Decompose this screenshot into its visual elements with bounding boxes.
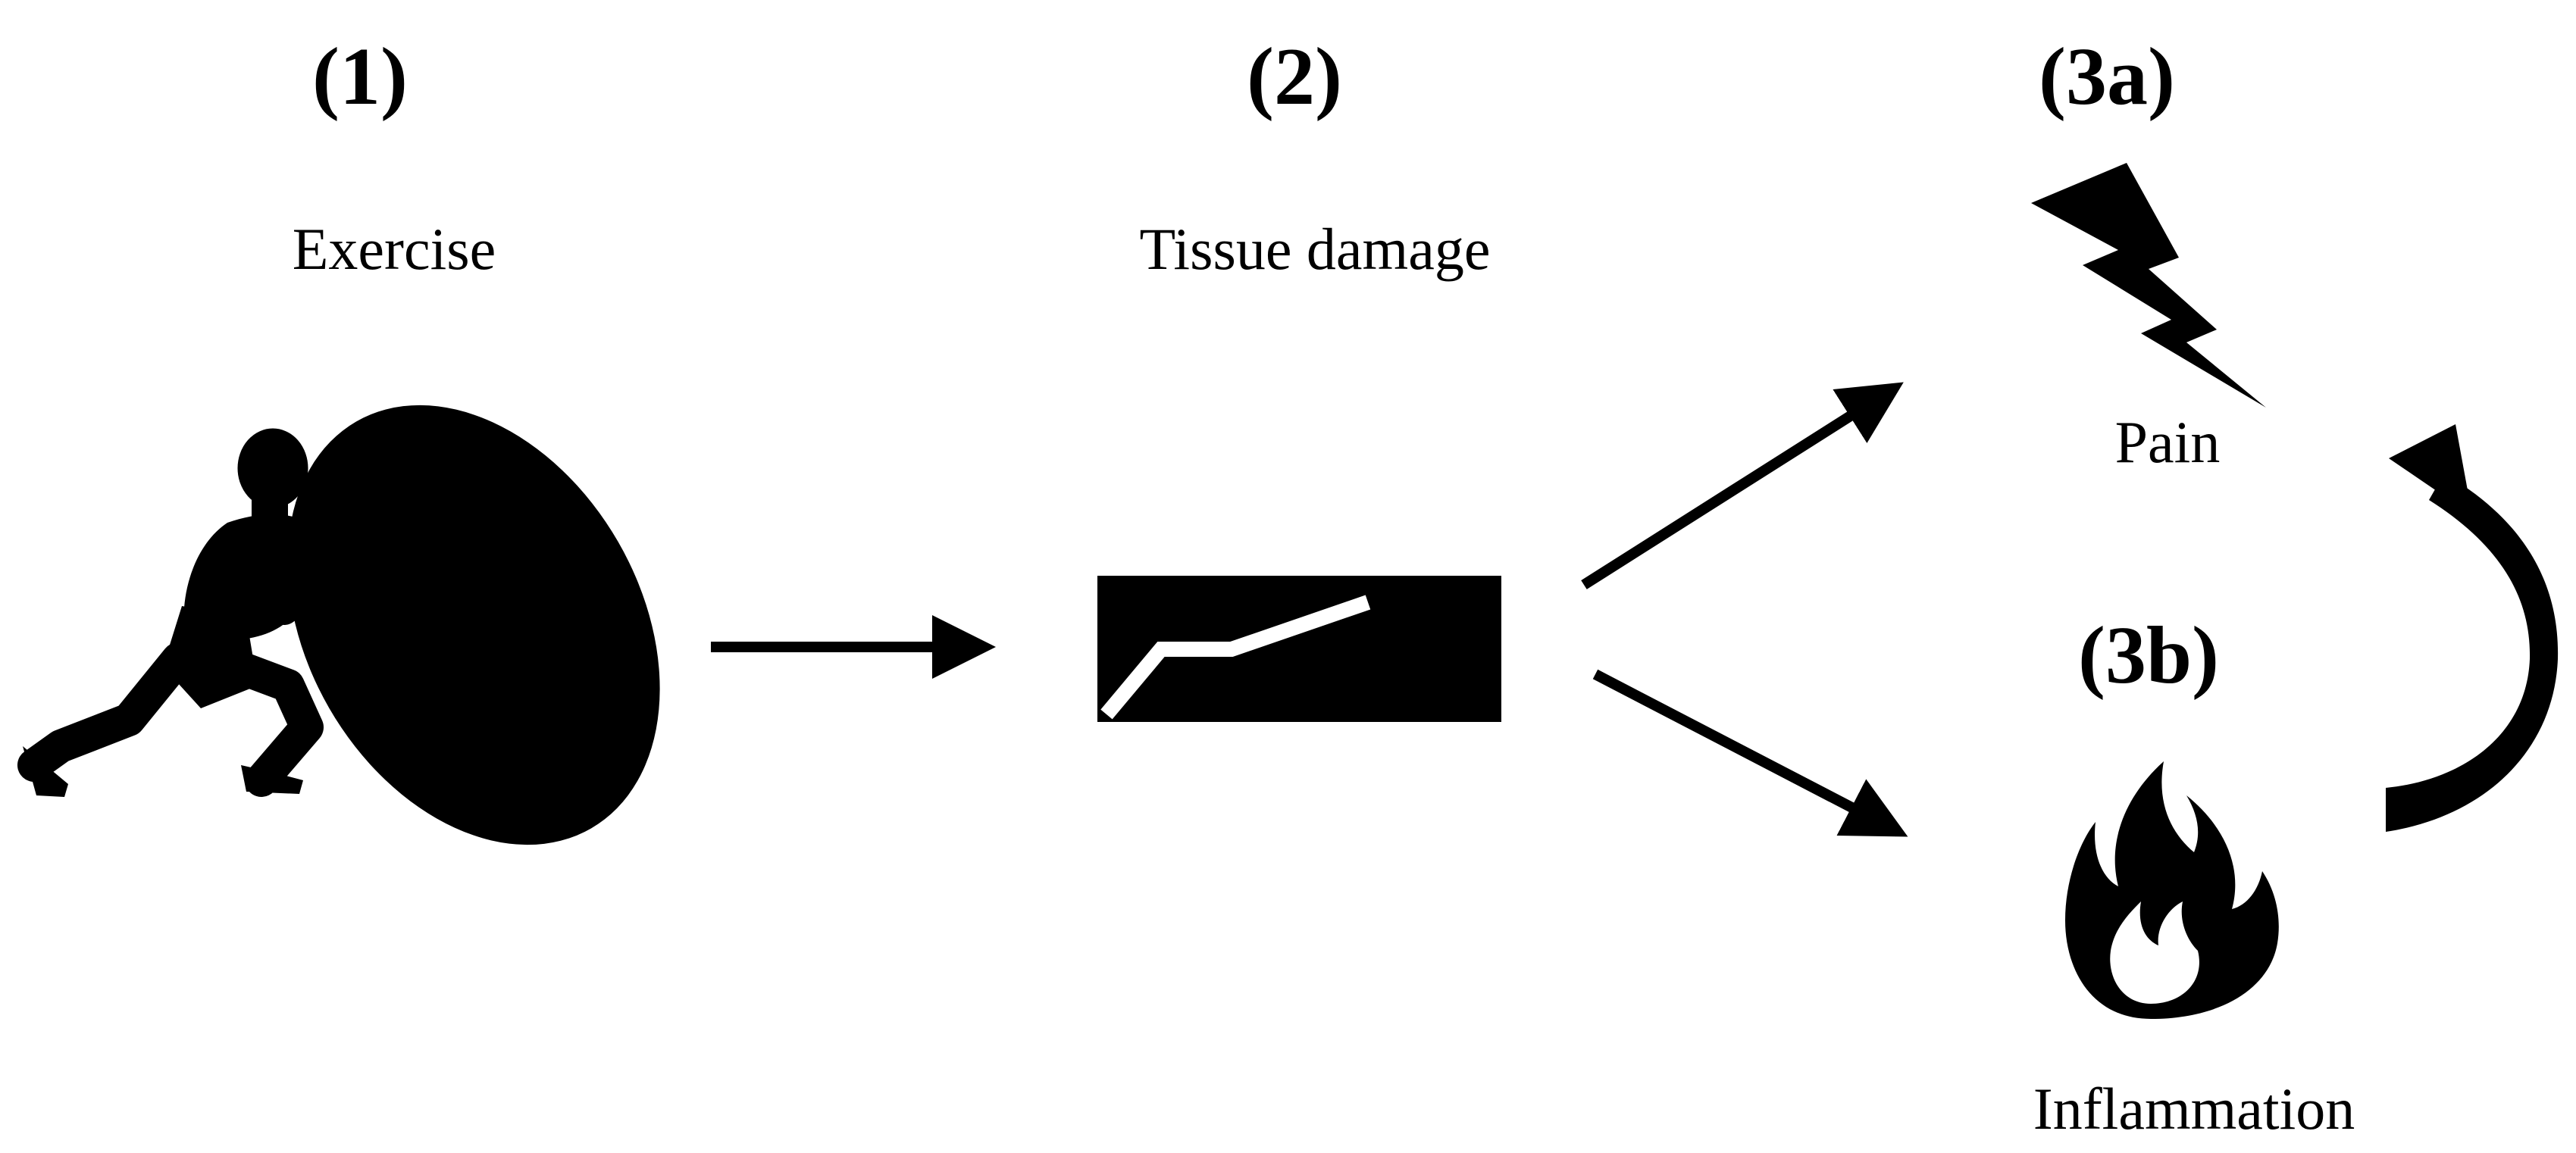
step-label-tissue-damage: Tissue damage: [1139, 216, 1491, 282]
flame-icon: [2065, 761, 2279, 1019]
step-number-exercise: (1): [312, 32, 408, 122]
person-silhouette: [17, 428, 370, 797]
arrow-damage-to-inflammation: [1592, 669, 1908, 837]
tear-line: [1100, 595, 1371, 720]
step-label-exercise: Exercise: [292, 216, 496, 282]
step-number-tissue-damage: (2): [1247, 32, 1342, 122]
torn-tissue-icon: [1097, 576, 1501, 722]
feedback-arrow-icon: [2386, 424, 2559, 832]
person-pushing-tire-icon: [17, 405, 660, 845]
lightning-bolt-icon: [2031, 163, 2266, 408]
step-label-pain: Pain: [2114, 409, 2221, 475]
step-number-inflammation: (3b): [2078, 611, 2219, 701]
step-label-inflammation: Inflammation: [2033, 1076, 2355, 1142]
tire-shape: [287, 405, 660, 845]
step-number-pain: (3a): [2039, 32, 2175, 122]
arrow-damage-to-pain: [1581, 382, 1904, 589]
